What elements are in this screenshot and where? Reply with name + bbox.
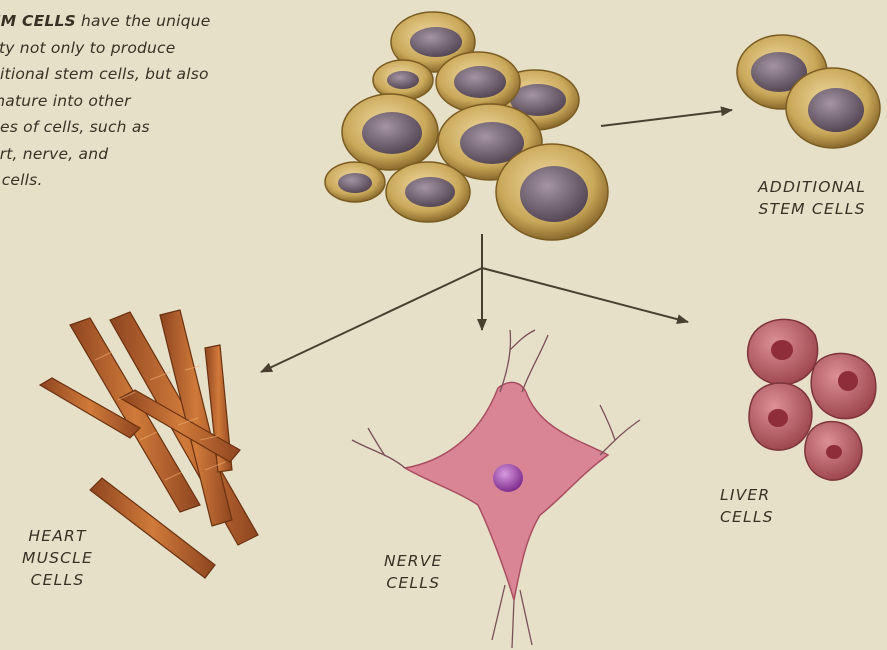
label-heart-line3: CELLS <box>22 569 93 591</box>
label-nerve-cells: NERVE CELLS <box>384 550 443 594</box>
label-liver-line2: CELLS <box>720 506 774 528</box>
label-heart-line2: MUSCLE <box>22 547 93 569</box>
stem-cell-cluster <box>325 12 608 240</box>
liver-cells <box>748 319 876 480</box>
intro-line: lity not only to produce <box>0 35 290 62</box>
additional-stem-cells <box>737 35 880 148</box>
label-additional-stem-cells: ADDITIONAL STEM CELLS <box>758 176 866 220</box>
arrow-to-liver <box>482 268 688 322</box>
intro-text-run: ditional stem cells, but also <box>0 65 209 83</box>
label-heart-muscle-cells: HEART MUSCLE CELLS <box>22 525 93 591</box>
label-nerve-line1: NERVE <box>384 550 443 572</box>
intro-text-run: art, nerve, and <box>0 145 108 163</box>
intro-line: ditional stem cells, but also <box>0 61 290 88</box>
intro-bold: EM CELLS <box>0 12 76 30</box>
intro-line: pes of cells, such as <box>0 114 290 141</box>
intro-text: EM CELLS have the unique lity not only to… <box>0 8 290 194</box>
label-heart-line1: HEART <box>22 525 93 547</box>
intro-text-run: r cells. <box>0 171 43 189</box>
intro-text-run: lity not only to produce <box>0 39 176 57</box>
label-liver-line1: LIVER <box>720 484 774 506</box>
intro-text-run: have the unique <box>76 12 211 30</box>
arrow-to-additional <box>601 110 732 126</box>
arrow-to-heart <box>261 268 482 372</box>
nerve-cell <box>352 330 640 648</box>
label-liver-cells: LIVER CELLS <box>720 484 774 528</box>
intro-text-run: mature into other <box>0 92 131 110</box>
intro-line: EM CELLS have the unique <box>0 8 290 35</box>
intro-line: mature into other <box>0 88 290 115</box>
intro-line: r cells. <box>0 167 290 194</box>
label-nerve-line2: CELLS <box>384 572 443 594</box>
label-additional-line2: STEM CELLS <box>758 198 866 220</box>
intro-text-run: pes of cells, such as <box>0 118 150 136</box>
intro-line: art, nerve, and <box>0 141 290 168</box>
label-additional-line1: ADDITIONAL <box>758 176 866 198</box>
